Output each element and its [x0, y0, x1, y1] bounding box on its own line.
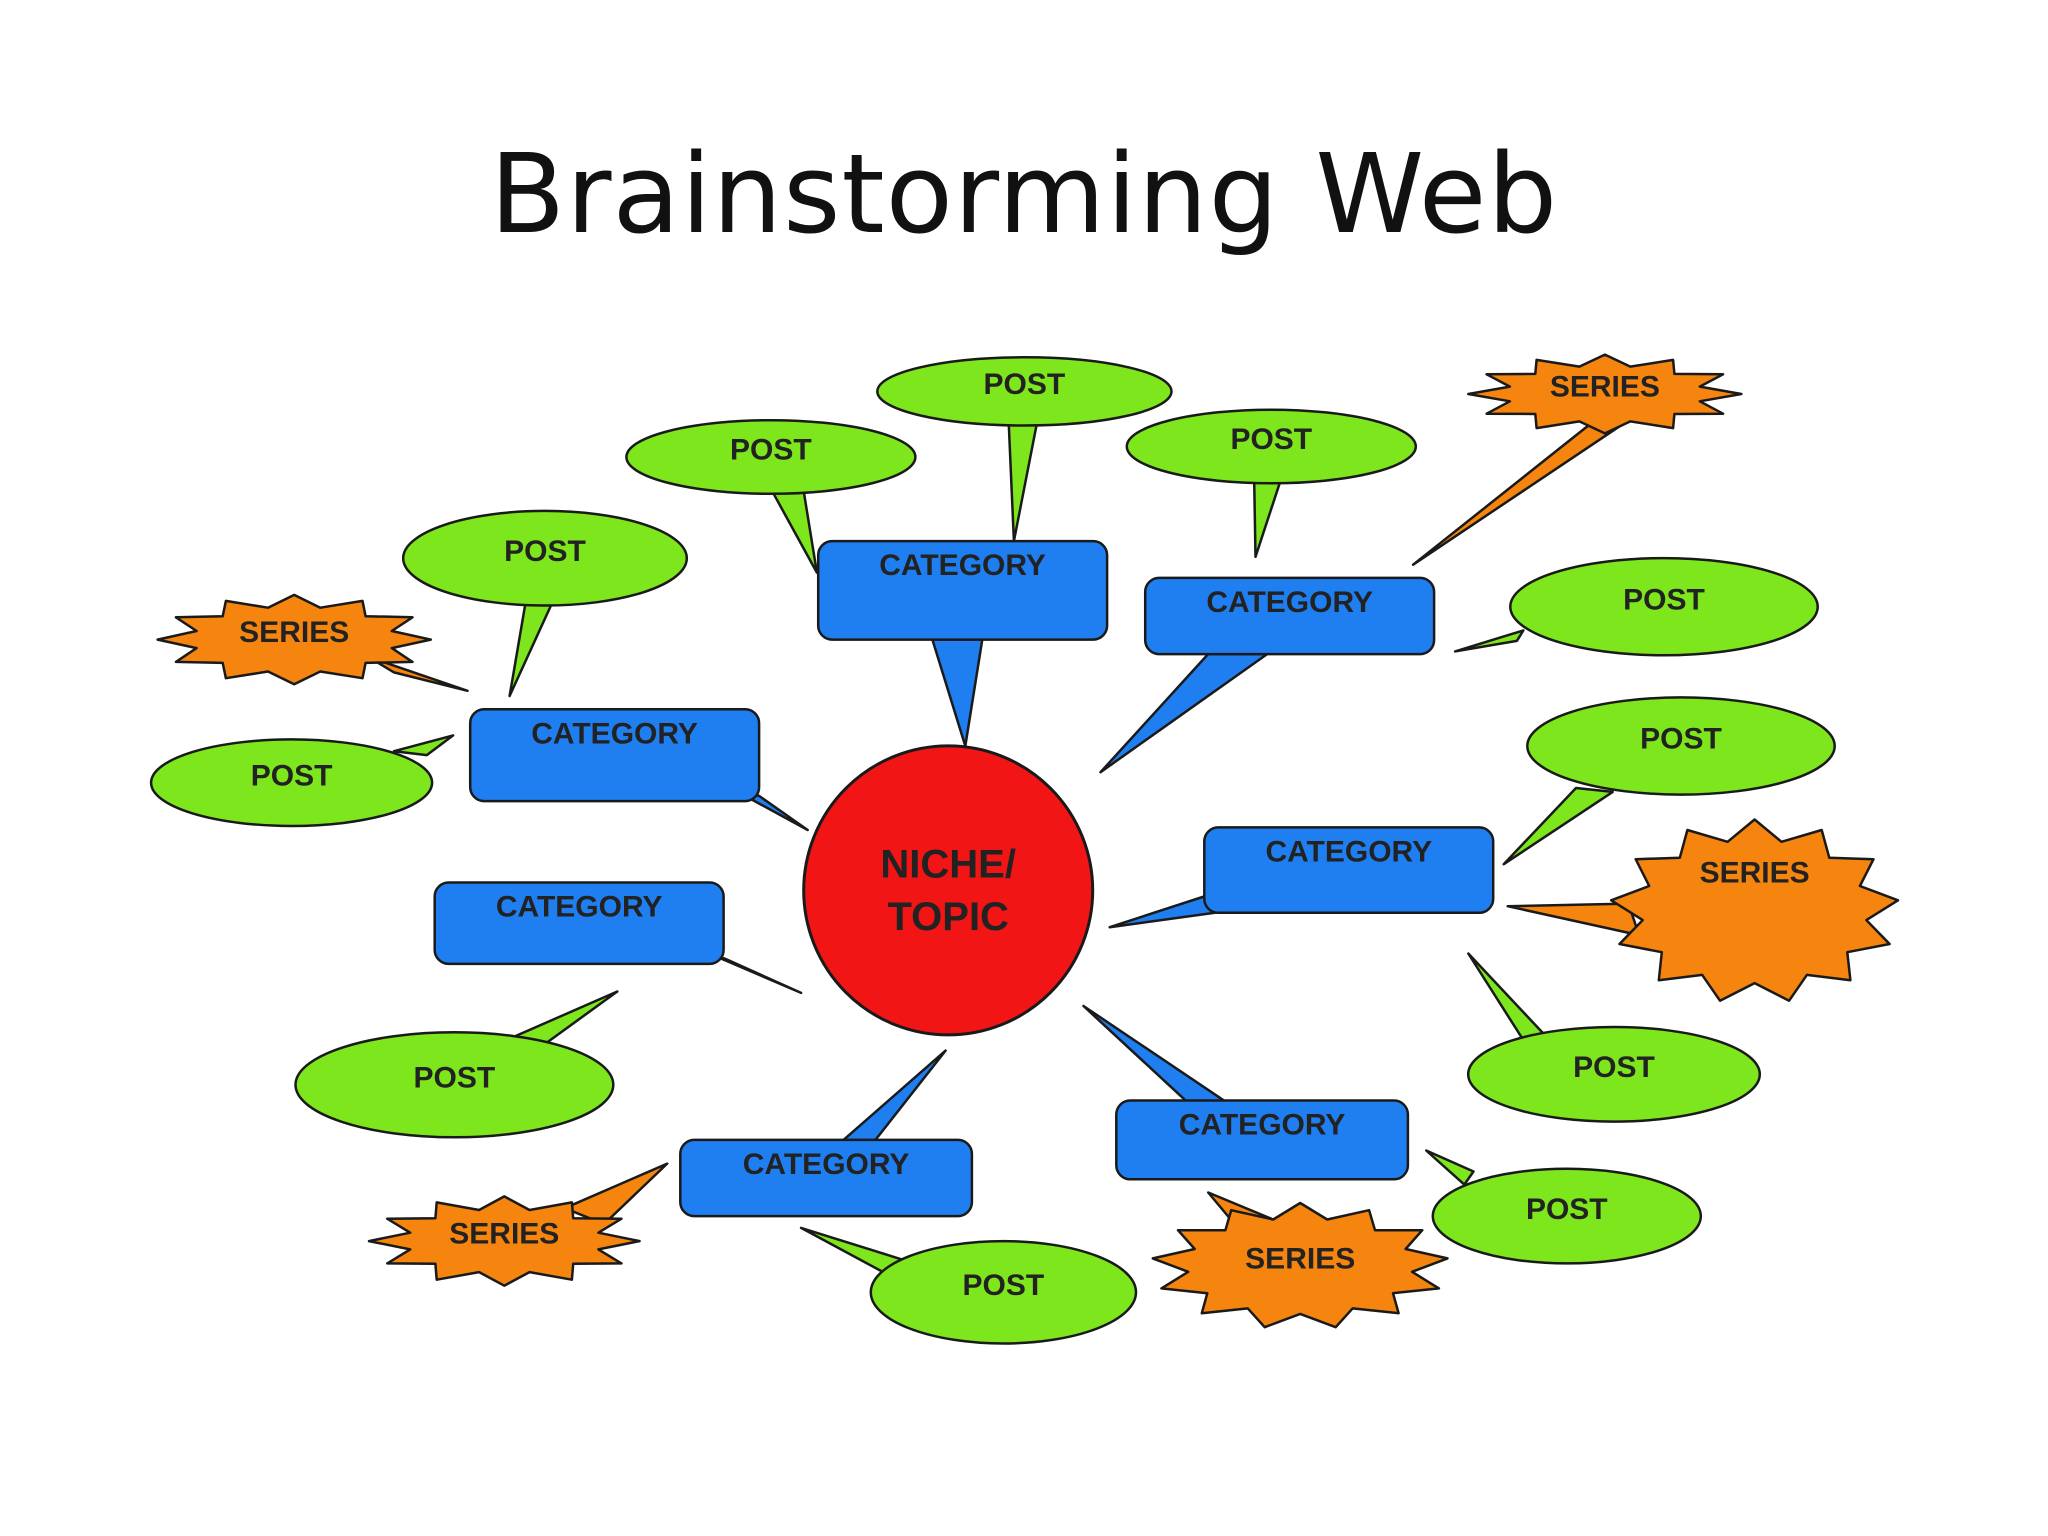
series-connector-3	[1506, 902, 1641, 937]
post-node-2	[625, 418, 917, 496]
post-label-9: POST	[414, 1061, 496, 1094]
post-label-2: POST	[730, 434, 812, 467]
post-node-6	[149, 738, 434, 828]
post-connector-1	[1007, 419, 1039, 543]
niche-topic-label-line2: TOPIC	[887, 895, 1009, 939]
series-node-1	[1467, 353, 1743, 435]
post-connector-5	[1453, 629, 1525, 653]
post-node-4	[401, 509, 689, 607]
category-label-3: CATEGORY	[531, 717, 698, 750]
series-node-2	[156, 593, 433, 686]
post-label-5: POST	[1623, 583, 1705, 616]
category-connector-2	[1099, 652, 1269, 774]
series-label-1: SERIES	[1550, 371, 1660, 404]
category-connector-7	[839, 1049, 947, 1144]
niche-topic-node	[802, 744, 1095, 1037]
post-label-7: POST	[1640, 723, 1722, 756]
category-node-2	[1143, 576, 1436, 656]
post-node-5	[1509, 556, 1819, 657]
post-label-1: POST	[984, 368, 1066, 401]
series-label-2: SERIES	[239, 616, 349, 649]
post-node-10	[1431, 1167, 1703, 1265]
post-node-11	[869, 1239, 1138, 1345]
category-label-1: CATEGORY	[879, 549, 1046, 582]
post-label-11: POST	[963, 1269, 1045, 1302]
category-connector-5	[707, 952, 803, 995]
category-connector-4	[1108, 891, 1217, 929]
post-label-8: POST	[1573, 1051, 1655, 1084]
post-connector-10	[1424, 1149, 1475, 1186]
post-label-4: POST	[504, 535, 586, 568]
post-node-8	[1466, 1025, 1762, 1123]
post-connector-2	[770, 489, 819, 574]
post-connector-7	[1502, 786, 1614, 866]
category-label-5: CATEGORY	[496, 891, 663, 924]
category-node-1	[816, 539, 1109, 641]
diagram-nodes: NICHE/TOPIC CATEGORY CATEGORY CATEGORY CATEG…	[149, 353, 1900, 1345]
category-node-3	[468, 707, 761, 803]
post-label-6: POST	[251, 759, 333, 792]
post-connector-3	[1252, 479, 1282, 559]
series-node-3	[1609, 818, 1900, 1002]
niche-topic-label-line1: NICHE/	[880, 842, 1016, 886]
series-connector-1	[1411, 419, 1630, 566]
category-label-6: CATEGORY	[1179, 1109, 1346, 1142]
series-connector-2	[366, 655, 469, 693]
slide-title: Brainstorming Web	[489, 130, 1559, 258]
post-node-3	[1125, 408, 1418, 485]
series-label-4: SERIES	[449, 1218, 559, 1251]
category-label-7: CATEGORY	[743, 1148, 910, 1181]
post-connector-6	[392, 734, 455, 757]
series-label-5: SERIES	[1245, 1243, 1355, 1276]
category-node-5	[433, 881, 725, 966]
category-label-4: CATEGORY	[1265, 836, 1432, 869]
post-connector-4	[508, 602, 553, 698]
series-node-5	[1151, 1201, 1449, 1329]
category-connector-1	[931, 638, 984, 748]
post-node-9	[294, 1031, 615, 1139]
series-connector-4	[563, 1162, 669, 1226]
post-label-10: POST	[1526, 1193, 1608, 1226]
series-label-3: SERIES	[1700, 857, 1810, 890]
category-label-2: CATEGORY	[1206, 586, 1373, 619]
category-node-4	[1203, 826, 1495, 915]
post-label-3: POST	[1230, 423, 1312, 456]
category-connector-6	[1082, 1004, 1230, 1105]
category-node-7	[679, 1138, 974, 1218]
connector-tails	[366, 419, 1641, 1276]
post-node-1	[876, 356, 1173, 427]
category-node-6	[1115, 1099, 1410, 1181]
series-node-4	[367, 1195, 641, 1287]
post-node-7	[1526, 696, 1836, 796]
